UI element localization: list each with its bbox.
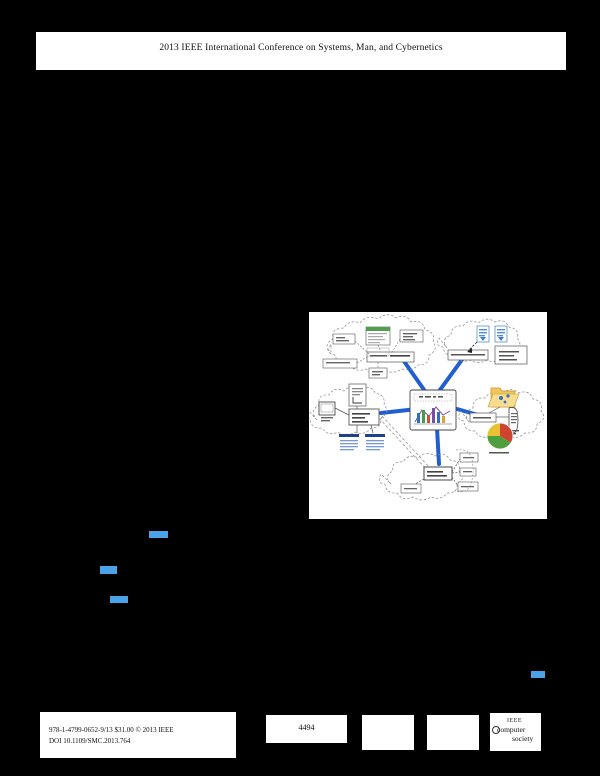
footer-blank-box-right	[427, 715, 479, 750]
footer-blank-box-left	[362, 715, 414, 750]
link-fragment-4[interactable]	[531, 671, 545, 678]
table-icon	[339, 434, 385, 451]
pie-chart-icon	[486, 422, 514, 454]
cloud-top-left-contents	[322, 326, 424, 379]
page-number: 4494	[298, 723, 315, 732]
document-icon	[476, 325, 490, 343]
cloud-right-contents	[469, 387, 520, 454]
cloud-left-contents	[318, 383, 431, 471]
cloud-bottom-contents	[400, 449, 479, 494]
diagram-central-node	[409, 389, 457, 431]
footer-page-number-box: 4494	[266, 715, 347, 743]
link-fragment-3[interactable]	[110, 596, 128, 603]
logo-ieee-text: IEEE	[507, 718, 522, 724]
logo-mark-icon	[492, 726, 500, 734]
link-fragment-1[interactable]	[149, 531, 168, 538]
diagram-canvas	[309, 312, 547, 519]
logo-society-text: society	[512, 734, 534, 743]
copyright-doi-line: DOI 10.1109/SMC.2013.764	[49, 737, 131, 745]
running-header-band: 2013 IEEE International Conference on Sy…	[36, 32, 566, 70]
footer-copyright-block: 978-1-4799-0652-9/13 $31.00 © 2013 IEEE …	[40, 712, 236, 758]
logo-computer-text: computer	[497, 725, 526, 734]
link-fragment-2[interactable]	[100, 566, 117, 574]
figure-cloud-network-architecture	[309, 312, 547, 519]
conference-header-title: 2013 IEEE International Conference on Sy…	[159, 43, 443, 53]
cloud-top-right-contents	[447, 325, 528, 365]
bar-chart-icon	[414, 406, 452, 425]
copyright-isbn-line: 978-1-4799-0652-9/13 $31.00 © 2013 IEEE	[49, 726, 174, 734]
ieee-computer-society-logo: IEEE computer society	[490, 713, 541, 751]
folder-icon	[487, 387, 520, 408]
document-icon	[494, 325, 508, 343]
